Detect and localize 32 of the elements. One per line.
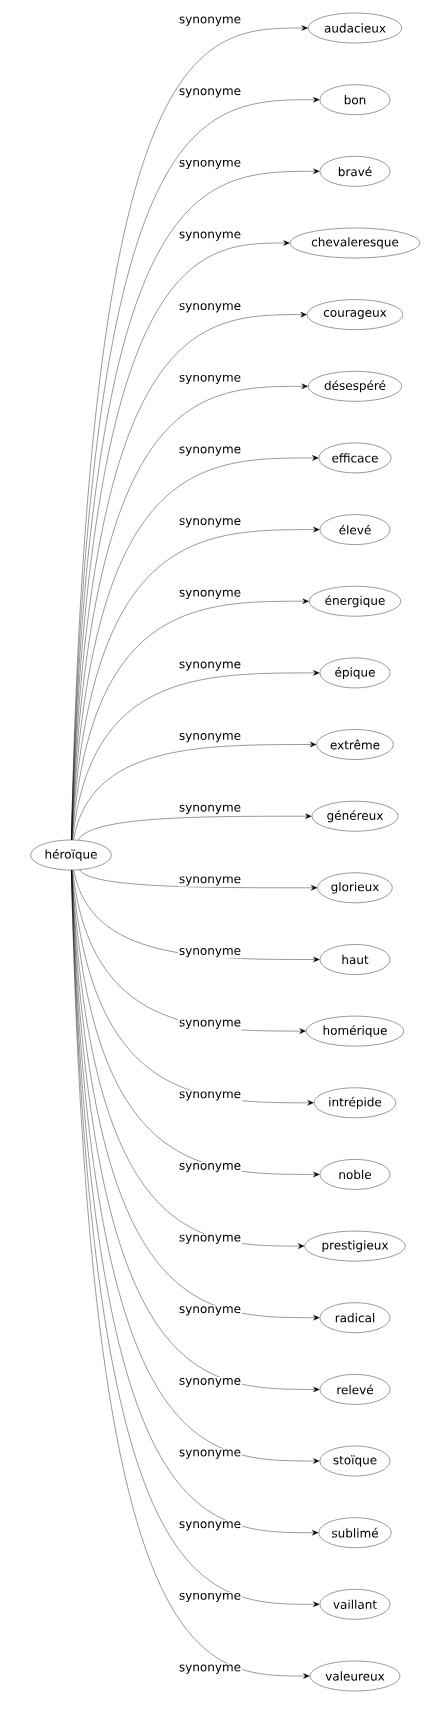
- edge-label: synonyme: [177, 588, 243, 600]
- edge-label: synonyme: [177, 732, 243, 744]
- arrow: [71, 598, 309, 840]
- edge-label: synonyme: [177, 230, 243, 242]
- arrow: [71, 870, 305, 1249]
- arrow: [71, 526, 320, 840]
- edge-label: synonyme: [177, 1591, 243, 1604]
- edge-label: synonyme: [177, 15, 243, 27]
- edge-label: synonyme: [177, 517, 243, 529]
- edge-label: synonyme: [177, 1233, 243, 1245]
- arrow: [79, 869, 318, 891]
- arrow: [73, 741, 317, 841]
- edge-label: synonyme: [177, 302, 243, 314]
- edge-label: synonyme: [177, 1305, 243, 1317]
- edge-label: synonyme: [177, 87, 243, 99]
- edge-label: synonyme: [177, 875, 243, 887]
- edge-label: synonyme: [177, 373, 243, 386]
- edge-label: synonyme: [177, 1162, 243, 1174]
- edge-label: synonyme: [177, 947, 243, 959]
- arrow: [78, 813, 312, 841]
- arrow: [71, 870, 320, 1178]
- edge-label: synonyme: [177, 445, 243, 457]
- edge-label: synonyme: [177, 660, 243, 672]
- arrow: [72, 670, 320, 841]
- edge-label: synonyme: [177, 1018, 243, 1030]
- edge-label: synonyme: [177, 1520, 243, 1532]
- edge-label: synonyme: [177, 1448, 243, 1460]
- edge-label: synonyme: [177, 803, 243, 815]
- edge-label: synonyme: [177, 158, 243, 171]
- edge-label: synonyme: [177, 1663, 243, 1675]
- edge-label: synonyme: [177, 1377, 243, 1389]
- edge-label: synonyme: [177, 1090, 243, 1102]
